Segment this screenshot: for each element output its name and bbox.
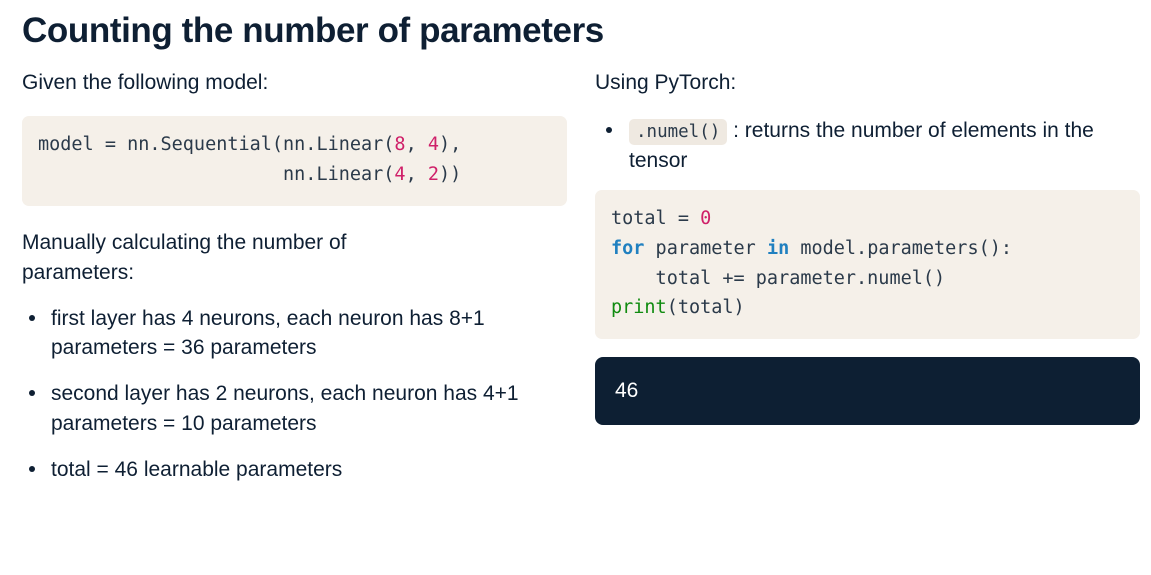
- code-token: )): [438, 163, 462, 185]
- code-token: 4: [394, 163, 406, 185]
- code-token: 2: [427, 163, 439, 185]
- model-definition-code-block: model = nn.Sequential(nn.Linear(8, 4), n…: [22, 115, 567, 206]
- code-token: parameter: [644, 237, 767, 259]
- code-token: model.parameters():: [789, 237, 1012, 259]
- code-token: 4: [427, 133, 439, 155]
- code-token: for: [611, 237, 645, 259]
- left-lead-text: Given the following model:: [22, 70, 269, 94]
- two-column-layout: Given the following model: model = nn.Se…: [22, 68, 1140, 501]
- right-column: Using PyTorch: .numel() : returns the nu…: [595, 68, 1140, 501]
- manual-calculation-paragraph: Manually calculating the number of param…: [22, 230, 347, 284]
- code-token: model = nn.Sequential(nn.Linear(: [38, 133, 395, 155]
- left-column: Given the following model: model = nn.Se…: [22, 68, 567, 501]
- list-item: total = 46 learnable parameters: [22, 455, 567, 485]
- code-output-box: 46: [595, 357, 1140, 426]
- right-lead-text: Using PyTorch:: [595, 70, 737, 94]
- code-token: 0: [700, 207, 712, 229]
- manual-calculation-bullet-list: first layer has 4 neurons, each neuron h…: [22, 304, 567, 485]
- code-token: total =: [611, 207, 701, 229]
- code-token: total += parameter.numel(): [611, 267, 946, 289]
- code-token: 8: [394, 133, 406, 155]
- inline-code-chip: .numel(): [629, 118, 728, 145]
- list-item: .numel() : returns the number of element…: [595, 116, 1140, 176]
- page-title: Counting the number of parameters: [22, 11, 604, 50]
- code-token: nn.Linear(: [38, 163, 395, 185]
- code-token: ),: [438, 133, 462, 155]
- code-token: ,: [405, 163, 428, 185]
- list-item: first layer has 4 neurons, each neuron h…: [22, 304, 567, 364]
- pytorch-bullet-list: .numel() : returns the number of element…: [595, 116, 1140, 176]
- code-token: (total): [666, 297, 745, 319]
- list-item: second layer has 2 neurons, each neuron …: [22, 379, 567, 439]
- pytorch-count-code-block: total = 0 for parameter in model.paramet…: [595, 189, 1140, 340]
- code-token: ,: [405, 133, 428, 155]
- code-token: print: [611, 297, 667, 319]
- code-token: in: [766, 237, 790, 259]
